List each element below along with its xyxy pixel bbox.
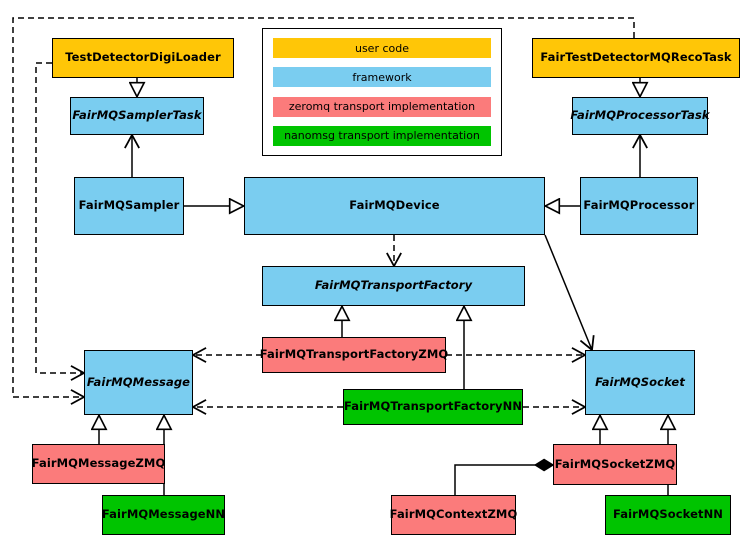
class-box-test-detector-digi-loader[interactable]: TestDetectorDigiLoader: [52, 38, 234, 78]
class-box-fair-mq-socket-nn[interactable]: FairMQSocketNN: [605, 495, 731, 535]
legend-item-framework: framework: [273, 67, 491, 88]
legend-label: nanomsg transport implementation: [284, 129, 480, 143]
class-box-fair-mq-message-nn[interactable]: FairMQMessageNN: [102, 495, 225, 535]
class-label: FairMQTransportFactoryNN: [343, 399, 523, 414]
class-box-fair-mq-socket-zmq[interactable]: FairMQSocketZMQ: [553, 444, 677, 485]
class-box-fair-mq-context-zmq[interactable]: FairMQContextZMQ: [389, 495, 518, 535]
class-box-fair-mq-transport-factory[interactable]: FairMQTransportFactory: [262, 266, 525, 306]
class-box-fair-mq-transport-factory-zmq[interactable]: FairMQTransportFactoryZMQ: [259, 337, 449, 373]
class-label: FairMQSamplerTask: [72, 108, 202, 123]
legend-panel: user code framework zeromq transport imp…: [262, 28, 502, 156]
class-box-fair-mq-processor[interactable]: FairMQProcessor: [580, 177, 698, 235]
class-label: FairMQMessageZMQ: [31, 456, 166, 471]
legend-label: zeromq transport implementation: [288, 100, 476, 114]
class-label: TestDetectorDigiLoader: [65, 50, 221, 65]
class-label: FairMQMessageNN: [101, 507, 226, 522]
legend-label: framework: [352, 70, 412, 84]
legend-item-nanomsg: nanomsg transport implementation: [273, 125, 491, 146]
class-label: FairMQSampler: [78, 198, 180, 213]
class-label: FairMQDevice: [349, 198, 440, 213]
class-box-fair-mq-sampler-task[interactable]: FairMQSamplerTask: [70, 97, 204, 135]
class-box-fair-mq-processor-task[interactable]: FairMQProcessorTask: [570, 97, 710, 135]
class-label: FairMQSocketZMQ: [554, 456, 676, 471]
class-label: FairMQSocketNN: [612, 507, 724, 522]
edge-socketzmq-composes-contextzmq: [454, 465, 553, 495]
class-box-fair-mq-message[interactable]: FairMQMessage: [84, 350, 193, 415]
class-label: FairTestDetectorMQRecoTask: [540, 50, 732, 65]
class-box-fair-test-detector-mq-reco-task[interactable]: FairTestDetectorMQRecoTask: [532, 38, 740, 78]
class-label: FairMQContextZMQ: [389, 507, 518, 522]
class-label: FairMQMessage: [86, 374, 191, 389]
class-label: FairMQProcessor: [583, 198, 695, 213]
class-box-fair-mq-device[interactable]: FairMQDevice: [244, 177, 545, 235]
class-label: FairMQSocket: [595, 374, 685, 389]
class-label: FairMQTransportFactory: [314, 278, 473, 293]
class-label: FairMQTransportFactoryZMQ: [259, 347, 449, 362]
class-label: FairMQProcessorTask: [570, 108, 710, 123]
legend-label: user code: [354, 41, 410, 55]
class-box-fair-mq-message-zmq[interactable]: FairMQMessageZMQ: [32, 444, 165, 484]
class-box-fair-mq-transport-factory-nn[interactable]: FairMQTransportFactoryNN: [343, 389, 523, 425]
class-box-fair-mq-socket[interactable]: FairMQSocket: [585, 350, 695, 415]
class-box-fair-mq-sampler[interactable]: FairMQSampler: [74, 177, 184, 235]
legend-item-zeromq: zeromq transport implementation: [273, 96, 491, 117]
edge-device-uses-socket: [544, 234, 595, 352]
legend-item-user-code: user code: [273, 38, 491, 58]
